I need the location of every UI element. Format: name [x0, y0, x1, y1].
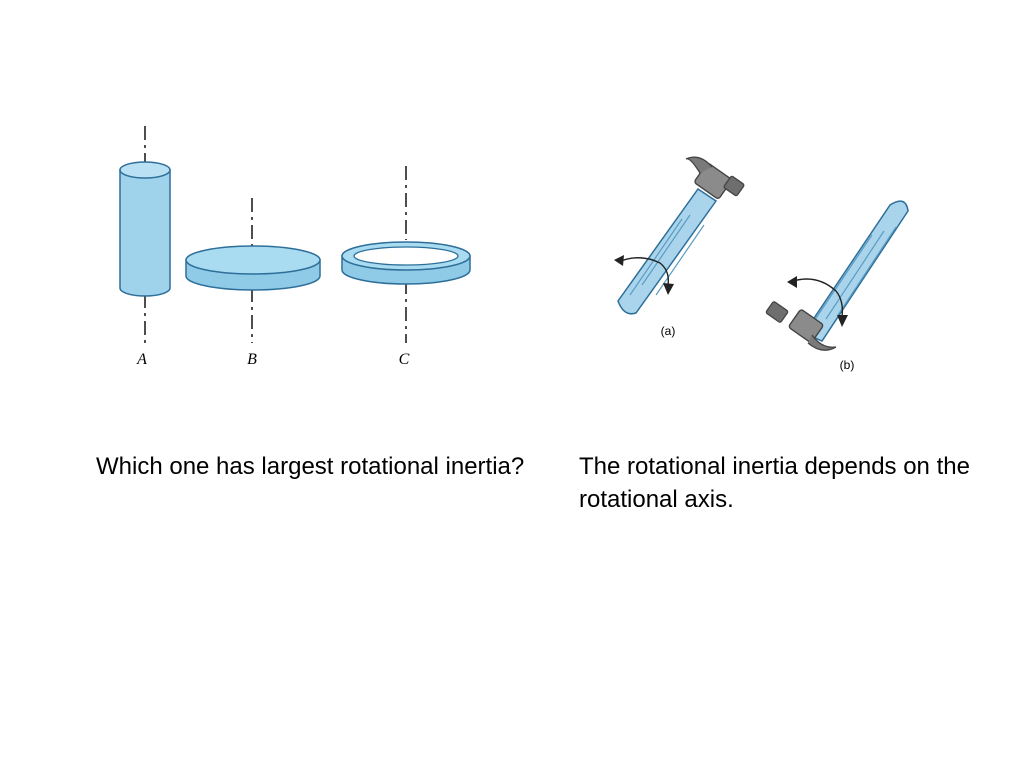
hammer-a — [614, 156, 745, 315]
cylinder-a — [119, 126, 171, 343]
caption-question: Which one has largest rotational inertia… — [96, 453, 525, 480]
label-c: C — [399, 351, 410, 368]
hammer-b — [765, 200, 909, 351]
caption-explanation: The rotational inertia depends on the ro… — [579, 453, 970, 513]
label-hammer-a: (a) — [661, 324, 676, 338]
ring-c — [341, 166, 471, 343]
hammers-figure: (a) (b) — [614, 156, 909, 372]
label-a: A — [136, 351, 147, 368]
label-hammer-b: (b) — [840, 358, 855, 372]
disk-b — [185, 198, 321, 343]
label-b: B — [247, 351, 257, 368]
objects-figure: A B C — [119, 126, 471, 368]
